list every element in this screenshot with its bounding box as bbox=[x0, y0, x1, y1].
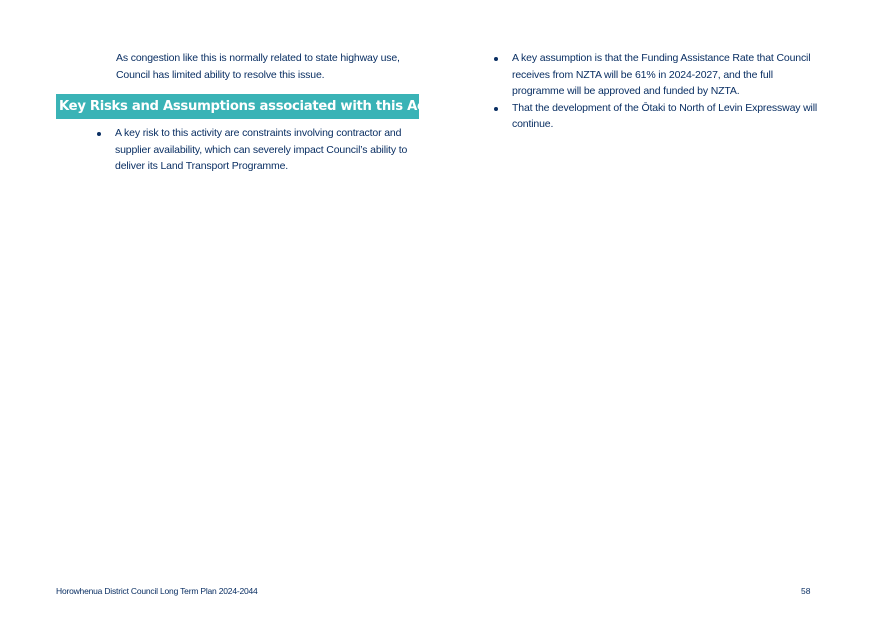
assumptions-list: A key assumption is that the Funding Ass… bbox=[494, 50, 824, 133]
bullet-icon bbox=[494, 57, 498, 61]
section-heading-bar: Key Risks and Assumptions associated wit… bbox=[56, 94, 462, 119]
list-item-text: That the development of the Ōtaki to Nor… bbox=[512, 101, 818, 131]
risks-list: A key risk to this activity are constrai… bbox=[97, 125, 415, 175]
list-item: A key assumption is that the Funding Ass… bbox=[494, 50, 824, 100]
footer-page-number: 58 bbox=[801, 586, 811, 596]
footer-document-title: Horowhenua District Council Long Term Pl… bbox=[56, 586, 258, 596]
list-item-text: A key assumption is that the Funding Ass… bbox=[512, 52, 811, 97]
list-item: That the development of the Ōtaki to Nor… bbox=[494, 100, 824, 133]
section-heading: Key Risks and Assumptions associated wit… bbox=[59, 99, 462, 114]
list-item-text: A key risk to this activity are constrai… bbox=[115, 127, 408, 172]
bullet-icon bbox=[97, 132, 101, 136]
bullet-icon bbox=[494, 106, 498, 111]
list-item: A key risk to this activity are constrai… bbox=[97, 125, 415, 175]
intro-paragraph: As congestion like this is normally rela… bbox=[116, 52, 400, 81]
